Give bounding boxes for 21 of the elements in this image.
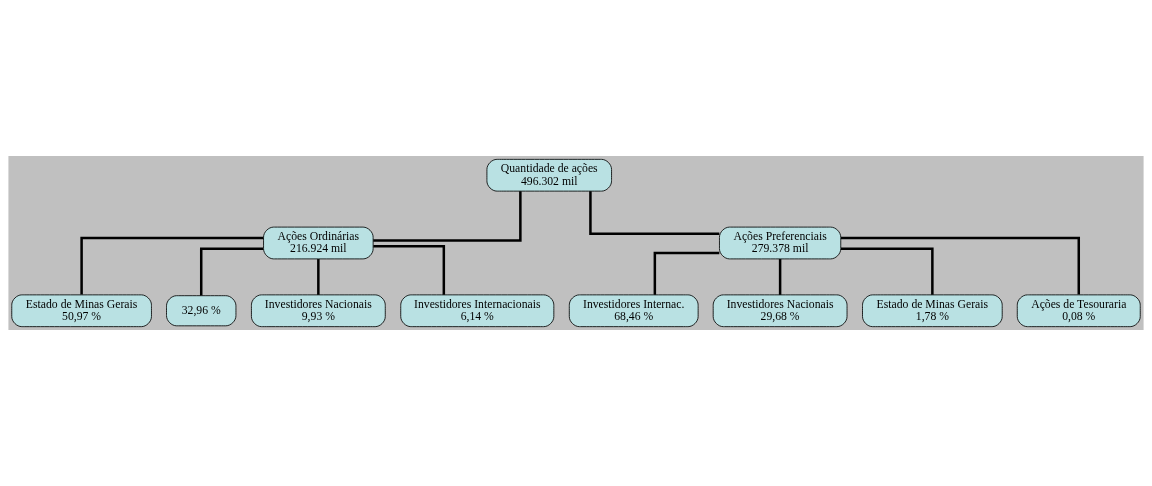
node-box: Estado de Minas Gerais 50,97 % [11,294,152,328]
node-box: Quantidade de ações 496.302 mil [486,158,612,192]
node-box: Ações Ordinárias 216.924 mil [263,226,374,260]
node-box: Investidores Nacionais 29,68 % [712,294,848,328]
node-box: Estado de Minas Gerais 1,78 % [862,294,1003,328]
connector [653,251,720,295]
node-box: Investidores Nacionais 9,93 % [251,294,386,328]
node-box: 32,96 % [166,295,237,327]
connector [840,236,1080,295]
node-box: Investidores Internac. 68,46 % [568,294,699,328]
connector [373,245,446,295]
node-box: Ações Preferenciais 279.378 mil [719,226,842,260]
connector [840,247,934,295]
node-box: Investidores Internacionais 6,14 % [400,294,555,328]
connector [317,259,320,295]
connector [589,191,720,236]
connector [373,191,522,242]
connector [778,259,782,295]
connector [199,247,264,296]
node-box: Ações de Tesouraria 0,08 % [1016,294,1141,328]
connector [80,236,264,295]
